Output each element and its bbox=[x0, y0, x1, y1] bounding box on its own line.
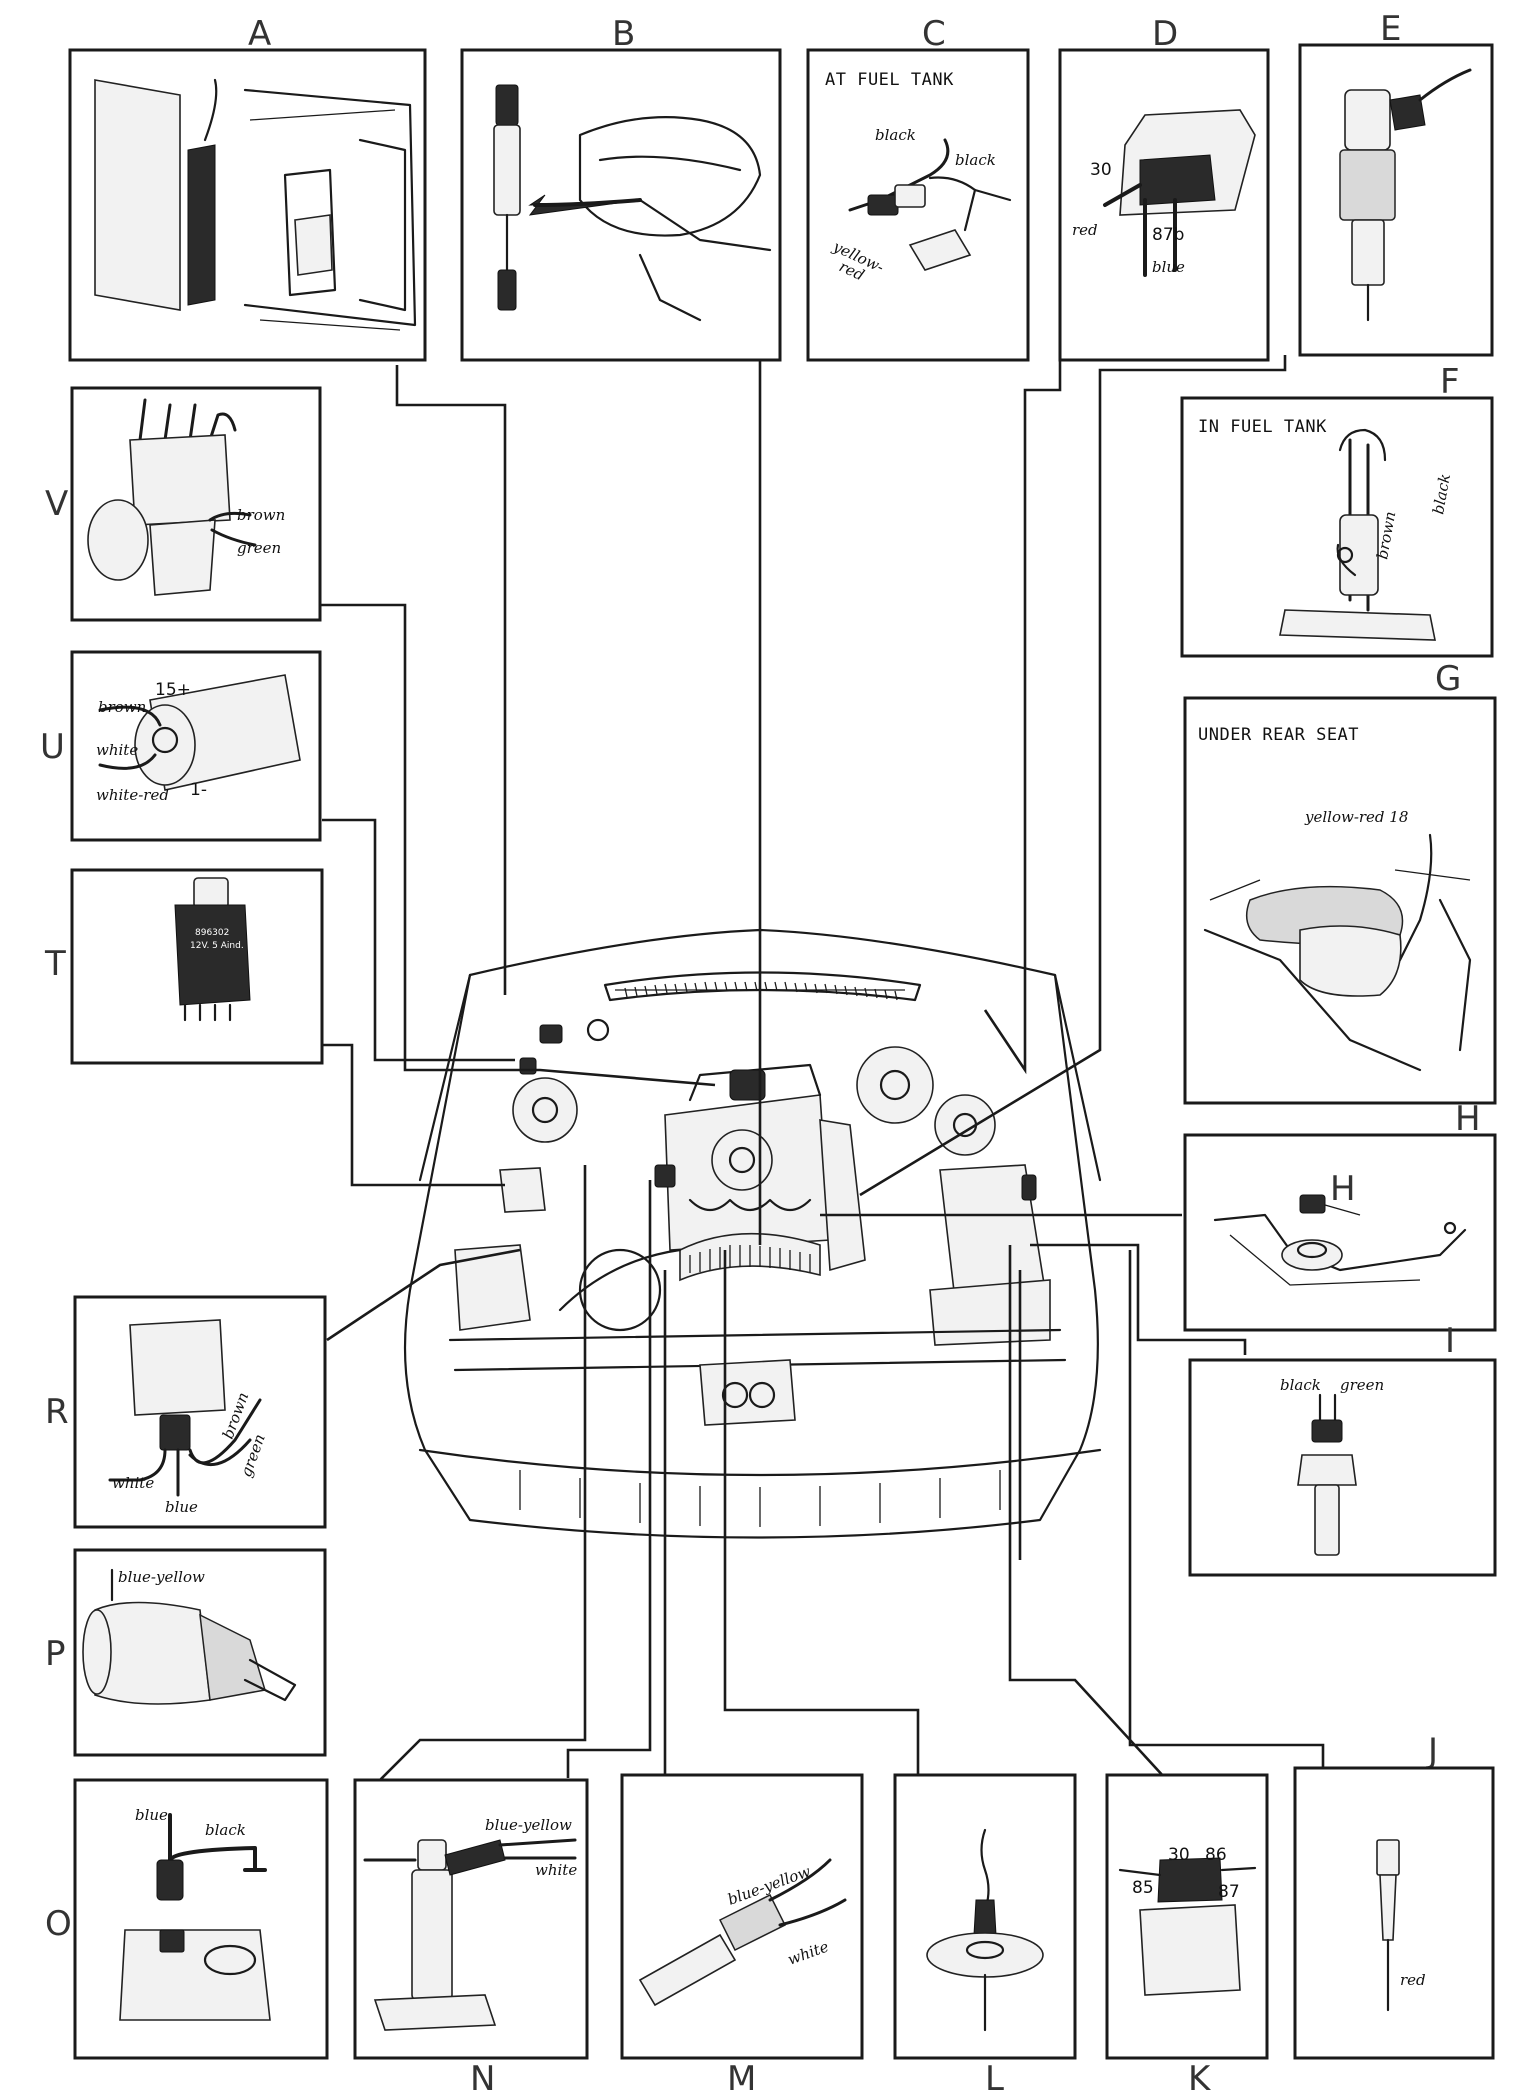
panel-v: V brown green bbox=[45, 386, 322, 622]
label-u: U bbox=[40, 727, 65, 767]
leader-lines bbox=[320, 355, 1325, 1781]
panel-d: D 30 87b red blue bbox=[1058, 14, 1270, 362]
wire-i-black: black bbox=[1280, 1376, 1321, 1394]
label-i: I bbox=[1445, 1321, 1455, 1361]
wire-d-blue: blue bbox=[1152, 258, 1185, 276]
wire-r-blue: blue bbox=[165, 1498, 198, 1516]
label-r: R bbox=[45, 1392, 69, 1432]
panel-u: U 15+ brown white white-red 1- bbox=[40, 650, 322, 842]
pin-k-30: 30 bbox=[1168, 1845, 1190, 1865]
label-f: F bbox=[1440, 362, 1460, 402]
panel-h: H H bbox=[1183, 1099, 1497, 1332]
panel-r: R white blue brown green bbox=[45, 1295, 327, 1529]
caption-g: UNDER REAR SEAT bbox=[1198, 725, 1359, 745]
wire-c-black-1: black bbox=[875, 126, 916, 144]
pin-u-15: 15+ bbox=[155, 680, 191, 700]
panel-p: P blue-yellow bbox=[45, 1548, 327, 1757]
panel-o: O blue black bbox=[45, 1778, 329, 2060]
panel-a: A bbox=[68, 14, 427, 362]
label-n: N bbox=[470, 2059, 495, 2097]
label-k: K bbox=[1188, 2059, 1212, 2097]
label-h: H bbox=[1455, 1099, 1481, 1139]
relay-t-line1: 896302 bbox=[195, 928, 229, 938]
engine-bay-illustration bbox=[403, 928, 1102, 1539]
label-b: B bbox=[612, 14, 635, 54]
panel-k: K 30 86 85 87 bbox=[1105, 1773, 1269, 2097]
label-p: P bbox=[45, 1634, 66, 1674]
panel-f: F IN FUEL TANK brown black bbox=[1180, 362, 1494, 658]
label-m: M bbox=[727, 2059, 756, 2097]
wire-i-green: green bbox=[1340, 1376, 1384, 1394]
label-j: J bbox=[1426, 1731, 1438, 1771]
wire-p-blue-yellow: blue-yellow bbox=[118, 1568, 205, 1586]
wire-n-blue-yellow: blue-yellow bbox=[485, 1816, 572, 1834]
label-a: A bbox=[248, 14, 271, 54]
wire-u-brown: brown bbox=[98, 698, 146, 716]
panel-l: L bbox=[893, 1773, 1077, 2097]
wire-v-brown: brown bbox=[237, 506, 285, 524]
wire-c-black-2: black bbox=[955, 151, 996, 169]
label-e: E bbox=[1380, 9, 1401, 49]
wire-u-white: white bbox=[96, 741, 138, 759]
wire-r-white: white bbox=[112, 1474, 154, 1492]
wire-d-red: red bbox=[1072, 221, 1098, 239]
pin-u-1: 1- bbox=[190, 780, 207, 800]
wire-u-white-red: white-red bbox=[96, 786, 169, 804]
panel-i: I black green bbox=[1188, 1321, 1497, 1577]
caption-c: AT FUEL TANK bbox=[825, 70, 954, 90]
label-t: T bbox=[44, 944, 66, 984]
panel-b: B bbox=[460, 14, 782, 362]
panel-n: N blue-yellow white bbox=[353, 1778, 589, 2097]
panel-e: E bbox=[1298, 9, 1494, 357]
wire-o-black: black bbox=[205, 1821, 246, 1839]
panel-g: G UNDER REAR SEAT yellow-red 18 bbox=[1183, 659, 1497, 1105]
label-d: D bbox=[1152, 14, 1178, 54]
wire-g-yellow-red: yellow-red 18 bbox=[1304, 808, 1408, 826]
label-v: V bbox=[45, 484, 68, 524]
pin-k-85: 85 bbox=[1132, 1878, 1154, 1898]
label-o: O bbox=[45, 1904, 72, 1944]
wire-j-red: red bbox=[1400, 1971, 1426, 1989]
pin-k-87: 87 bbox=[1218, 1882, 1240, 1902]
panel-m: M blue-yellow white bbox=[620, 1773, 864, 2097]
label-g: G bbox=[1435, 659, 1461, 699]
pin-d-87b: 87b bbox=[1152, 225, 1184, 245]
panel-j: J red bbox=[1293, 1731, 1495, 2060]
label-c: C bbox=[922, 14, 946, 54]
panel-t: T 896302 12V. 5 Aind. bbox=[44, 868, 324, 1065]
panel-c: C AT FUEL TANK black black yellow- red bbox=[806, 14, 1030, 362]
wire-n-white: white bbox=[535, 1861, 577, 1879]
pin-k-86: 86 bbox=[1205, 1845, 1227, 1865]
pin-d-30: 30 bbox=[1090, 160, 1112, 180]
caption-f: IN FUEL TANK bbox=[1198, 417, 1327, 437]
wire-o-blue: blue bbox=[135, 1806, 168, 1824]
label-l: L bbox=[985, 2059, 1004, 2097]
relay-t-line2: 12V. 5 Aind. bbox=[190, 941, 244, 951]
label-h-inset: H bbox=[1330, 1169, 1356, 1209]
wire-v-green: green bbox=[237, 539, 281, 557]
